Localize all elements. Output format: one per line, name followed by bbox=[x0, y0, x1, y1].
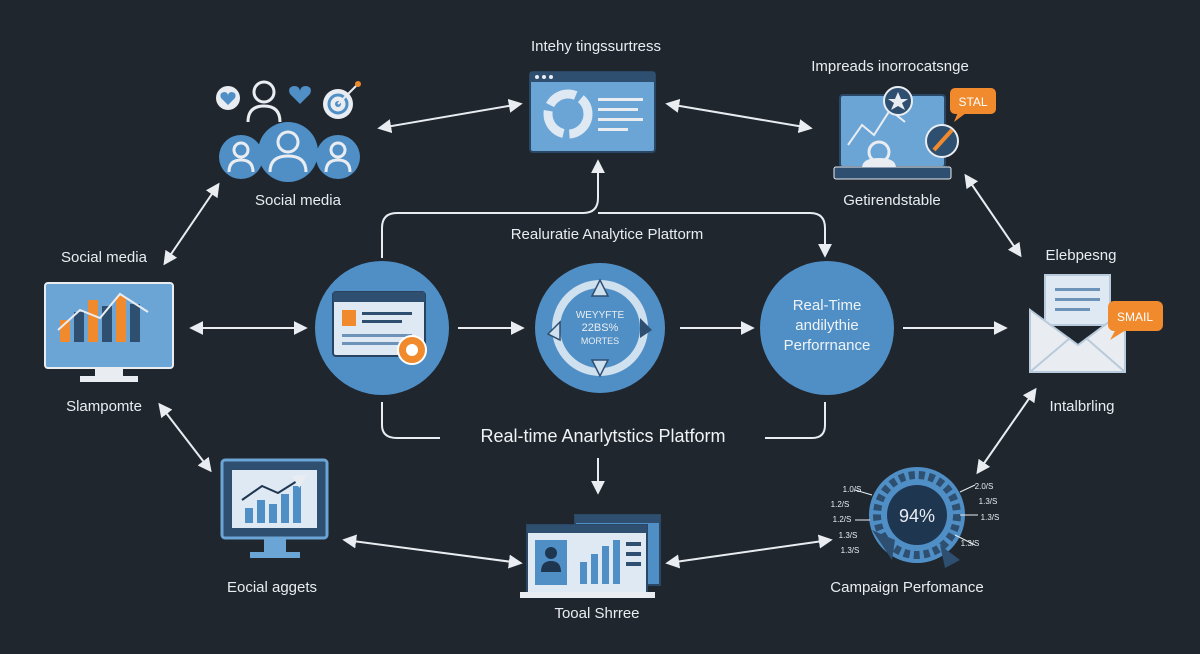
gauge-tick: 1.0/S bbox=[843, 485, 862, 494]
stal-badge-text: STAL bbox=[958, 95, 987, 109]
gauge-percent-text: 94% bbox=[899, 506, 935, 526]
label-social-media-top: Social media bbox=[255, 192, 341, 209]
perf-line-3: Perforrnance bbox=[784, 337, 871, 354]
label-social-media-left: Social media bbox=[61, 249, 147, 266]
gauge-tick: 1.3/S bbox=[981, 513, 1000, 522]
arrow-bottom-center-to-gauge bbox=[665, 534, 833, 569]
label-right-top: Elebpesng bbox=[1045, 247, 1117, 264]
label-bottom-right: Campaign Perfomance bbox=[830, 579, 984, 596]
gauge-tick: 1.2/S bbox=[831, 500, 850, 509]
arrow-bottom-left-to-bottom-center bbox=[342, 534, 523, 569]
cycle-line-3: MORTES bbox=[581, 336, 619, 346]
dashboard-window-icon bbox=[529, 71, 656, 153]
report-dashboard-icon bbox=[520, 514, 661, 598]
laptop-trend-icon bbox=[833, 86, 996, 180]
campaign-gauge-icon bbox=[854, 467, 978, 568]
perf-line-2: andilythie bbox=[795, 317, 858, 334]
platform-bracket-bottom-left bbox=[381, 402, 440, 439]
arrow-left-to-bottom-left bbox=[158, 402, 212, 473]
gauge-tick: 1.2/S bbox=[833, 515, 852, 524]
label-platform-top: Realuratie Analytice Plattorm bbox=[510, 226, 704, 243]
label-top-center: Intehy tingssurtress bbox=[530, 38, 662, 55]
gauge-tick: 2.0/S bbox=[975, 482, 994, 491]
label-right-bottom: Intalbrling bbox=[1049, 398, 1115, 415]
cycle-line-2: 22BS% bbox=[582, 322, 619, 334]
arrow-top-center-to-top-right bbox=[665, 98, 813, 134]
platform-bracket-top bbox=[381, 159, 605, 258]
label-bottom-center: Tooal Shrree bbox=[554, 605, 640, 622]
gauge-tick: 1.3/S bbox=[841, 546, 860, 555]
cycle-line-1: WEYYFTE bbox=[576, 310, 625, 321]
monitor-chart-icon bbox=[44, 282, 174, 382]
circle-performance-text: Real-Time andilythie Perforrnance bbox=[784, 297, 871, 354]
gauge-tick: 1.3/S bbox=[961, 539, 980, 548]
gauge-tick: 1.3/S bbox=[979, 497, 998, 506]
label-top-right: Impreads inorrocatsnge bbox=[811, 58, 969, 75]
label-top-right-bottom: Getirendstable bbox=[843, 192, 941, 209]
platform-bracket-bottom-right bbox=[765, 402, 826, 439]
label-platform-bottom: Real-time Anarlytstics Platform bbox=[480, 426, 726, 446]
connector-arrows bbox=[158, 98, 1037, 569]
envelope-mail-icon bbox=[1029, 274, 1163, 373]
circle-profile bbox=[315, 261, 449, 395]
gauge-tick: 1.3/S bbox=[839, 531, 858, 540]
arrow-left-to-social bbox=[163, 182, 220, 266]
circle-performance bbox=[760, 261, 894, 395]
growth-monitor-icon bbox=[220, 458, 329, 558]
label-left-monitor-bottom: Slampomte bbox=[66, 398, 142, 415]
arrow-top-right-to-right bbox=[964, 173, 1022, 258]
platform-bracket-top-right bbox=[598, 212, 832, 258]
arrow-social-to-top-center bbox=[377, 98, 523, 134]
people-network-icon bbox=[216, 80, 361, 182]
gauge-ticks: 1.0/S 2.0/S 1.2/S 1.3/S 1.2/S 1.3/S 1.3/… bbox=[831, 482, 1000, 555]
circle-cycle bbox=[535, 263, 665, 393]
perf-line-1: Real-Time bbox=[793, 297, 862, 314]
arrow-right-to-gauge bbox=[976, 387, 1037, 475]
label-bottom-left: Eocial aggets bbox=[226, 579, 318, 596]
circle-cycle-text: WEYYFTE 22BS% MORTES bbox=[576, 310, 625, 346]
smail-badge-text: SMAIL bbox=[1117, 310, 1153, 324]
